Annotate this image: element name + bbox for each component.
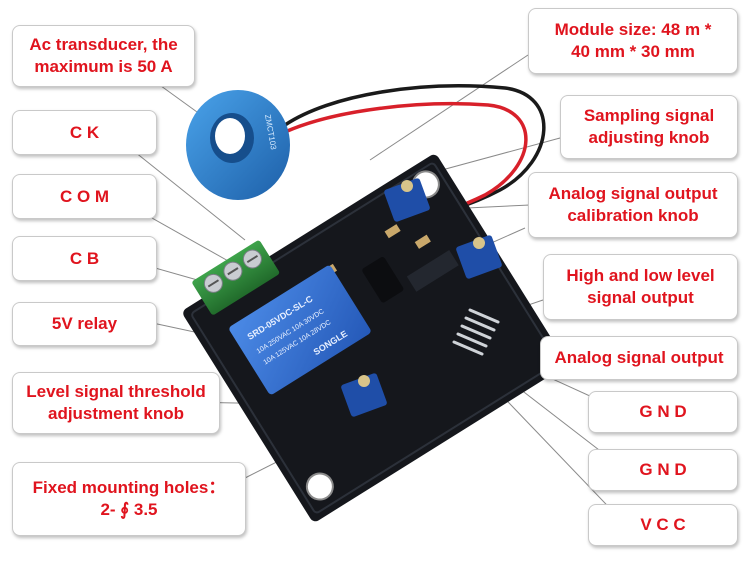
callout-level-knob: Level signal threshold adjustment knob <box>12 372 220 434</box>
callout-relay: 5V relay <box>12 302 157 346</box>
label-analog-out: Analog signal output <box>554 348 724 368</box>
callout-com: C O M <box>12 174 157 219</box>
potentiometer-sampling <box>384 178 430 222</box>
label-gnd-1: G N D <box>639 402 687 422</box>
callout-sampling-knob: Sampling signal adjusting knob <box>560 95 738 159</box>
output-pins <box>452 308 500 356</box>
callout-gnd-1: G N D <box>588 391 738 433</box>
callout-high-low: High and low level signal output <box>543 254 738 320</box>
label-module-size: Module size: 48 m * 40 mm * 30 mm <box>554 20 712 61</box>
terminal-block <box>192 240 280 315</box>
label-com: C O M <box>59 186 110 206</box>
callout-vcc: V C C <box>588 504 738 546</box>
callout-cb: C B <box>12 236 157 281</box>
callout-analog-out: Analog signal output <box>540 336 738 380</box>
mounting-hole-icon <box>305 472 334 501</box>
label-mounting: Fixed mounting holes： 2- ∮ 3.5 <box>32 478 226 519</box>
callout-ck: C K <box>12 110 157 155</box>
ac-transducer: ZMCT103 <box>186 90 290 200</box>
label-vcc: V C C <box>640 515 686 535</box>
potentiometer-level-threshold <box>341 373 387 417</box>
label-gnd-2: G N D <box>639 460 687 480</box>
label-high-low: High and low level signal output <box>566 266 715 307</box>
relay: SRD-05VDC-SL-C 10A 250VAC 10A 30VDC 10A … <box>229 265 371 395</box>
label-cb: C B <box>69 248 100 268</box>
callout-analog-cal-knob: Analog signal output calibration knob <box>528 172 738 238</box>
callout-module-size: Module size: 48 m * 40 mm * 30 mm <box>528 8 738 74</box>
label-ck: C K <box>69 122 100 142</box>
label-level-knob: Level signal threshold adjustment knob <box>26 382 206 423</box>
label-analog-cal-knob: Analog signal output calibration knob <box>548 184 718 225</box>
label-sampling-knob: Sampling signal adjusting knob <box>583 106 715 147</box>
callout-transducer: Ac transducer, the maximum is 50 A <box>12 25 195 87</box>
label-transducer: Ac transducer, the maximum is 50 A <box>29 35 178 76</box>
callout-gnd-2: G N D <box>588 449 738 491</box>
label-relay: 5V relay <box>51 314 118 334</box>
callout-mounting: Fixed mounting holes： 2- ∮ 3.5 <box>12 462 246 536</box>
potentiometer-analog-calibration <box>456 235 502 279</box>
